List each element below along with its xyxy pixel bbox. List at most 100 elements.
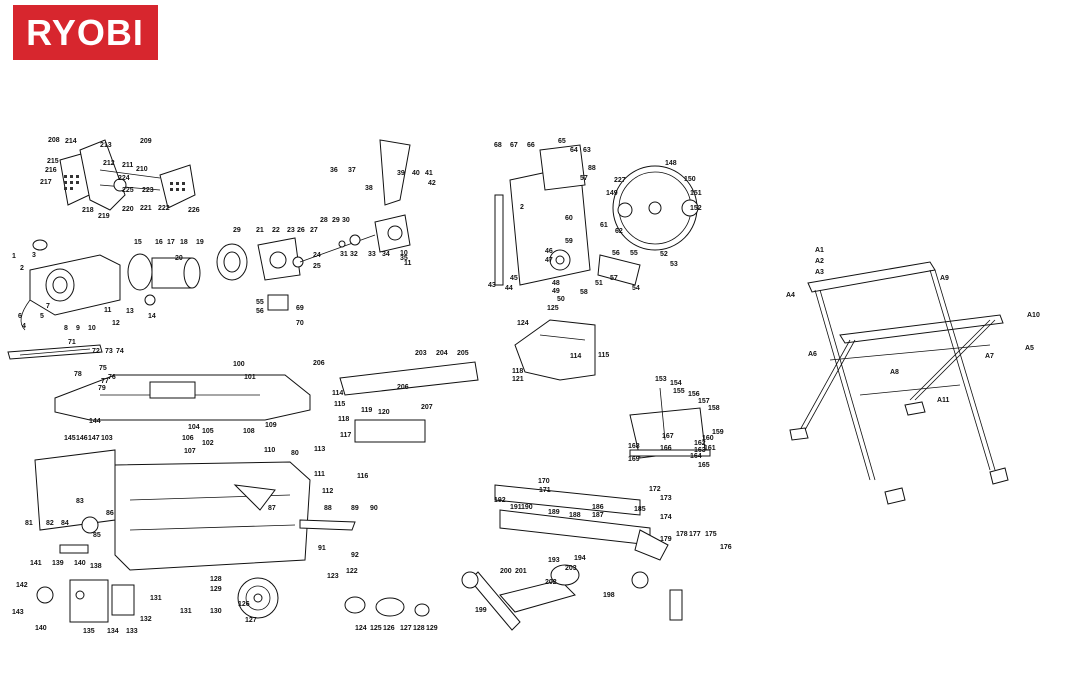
part-number-label: 158: [708, 405, 720, 412]
part-number-label: 160: [702, 435, 714, 442]
part-number-label: 166: [660, 445, 672, 452]
part-number-label: 176: [720, 544, 732, 551]
part-number-label: 12: [112, 320, 120, 327]
part-number-label: 126: [238, 601, 250, 608]
part-number-label: 10: [400, 250, 408, 257]
part-number-label: 135: [83, 628, 95, 635]
part-number-label: 84: [61, 520, 69, 527]
part-number-label: 227: [614, 177, 626, 184]
part-number-label: 157: [698, 398, 710, 405]
part-number-label: 31: [340, 251, 348, 258]
part-number-label: 41: [425, 170, 433, 177]
part-number-label: 187: [592, 512, 604, 519]
part-number-label: 80: [291, 450, 299, 457]
part-number-label: 6: [18, 313, 22, 320]
part-number-label: 144: [89, 418, 101, 425]
part-number-label: 46: [545, 248, 553, 255]
part-number-label: 186: [592, 504, 604, 511]
part-number-label: 102: [202, 440, 214, 447]
part-number-label: 206: [397, 384, 409, 391]
part-number-label: 153: [655, 376, 667, 383]
part-number-label: 11: [404, 260, 412, 267]
part-number-label: 131: [180, 608, 192, 615]
part-number-label: 86: [106, 510, 114, 517]
part-number-label: 217: [40, 179, 52, 186]
part-number-label: 165: [698, 462, 710, 469]
part-number-label: 145: [64, 435, 76, 442]
part-number-label: 15: [134, 239, 142, 246]
part-number-label: 40: [412, 170, 420, 177]
part-number-label: 123: [327, 573, 339, 580]
part-number-label: 82: [46, 520, 54, 527]
part-number-label: 67: [510, 142, 518, 149]
table-top: [54, 361, 479, 421]
bevel-wheel: [237, 577, 279, 619]
part-number-label: 2: [520, 204, 524, 211]
fence-lock: [631, 571, 683, 621]
part-number-label: 163: [694, 447, 706, 454]
part-number-label: 59: [565, 238, 573, 245]
part-number-label: 61: [600, 222, 608, 229]
part-number-label: 193: [548, 557, 560, 564]
part-number-label: 224: [118, 175, 130, 182]
part-number-label: 14: [148, 313, 156, 320]
part-number-label: 78: [74, 371, 82, 378]
part-number-label: 149: [606, 190, 618, 197]
part-number-label: 42: [428, 180, 436, 187]
part-number-label: A6: [808, 351, 817, 358]
part-number-label: 54: [632, 285, 640, 292]
part-number-label: A1: [815, 247, 824, 254]
wheel-parts: [344, 596, 430, 617]
part-number-label: 118: [512, 368, 523, 375]
part-number-label: 9: [76, 325, 80, 332]
part-number-label: 13: [126, 308, 134, 315]
part-number-label: A3: [815, 269, 824, 276]
part-number-label: 129: [210, 586, 222, 593]
part-number-label: 146: [76, 435, 88, 442]
part-number-label: 28: [320, 217, 328, 224]
part-number-label: 58: [580, 289, 588, 296]
part-number-label: 1: [12, 253, 16, 260]
part-number-label: 177: [689, 531, 701, 538]
part-number-label: 62: [615, 228, 623, 235]
part-number-label: 155: [673, 388, 685, 395]
rails: [7, 344, 103, 360]
part-number-label: 88: [324, 505, 332, 512]
part-number-label: 89: [351, 505, 359, 512]
part-number-label: 189: [548, 509, 560, 516]
part-number-label: 175: [705, 531, 717, 538]
part-number-label: 72: [92, 348, 100, 355]
part-number-label: 79: [98, 385, 106, 392]
part-number-label: 87: [268, 505, 276, 512]
part-number-label: 214: [65, 138, 77, 145]
part-number-label: 57: [610, 275, 618, 282]
part-number-label: 162: [694, 440, 706, 447]
part-number-label: 114: [570, 353, 581, 360]
part-number-label: 213: [100, 142, 112, 149]
part-number-label: 125: [547, 305, 559, 312]
part-number-label: 56: [612, 250, 620, 257]
part-number-label: 10: [88, 325, 96, 332]
part-number-label: 115: [598, 352, 609, 359]
part-number-label: 154: [670, 380, 682, 387]
part-number-label: 23: [287, 227, 295, 234]
part-number-label: 107: [184, 448, 196, 455]
part-number-label: 26: [297, 227, 305, 234]
part-number-label: 70: [296, 320, 304, 327]
miter-gauge: [499, 564, 580, 613]
part-number-label: 170: [538, 478, 550, 485]
part-number-label: 132: [140, 616, 152, 623]
part-number-label: 198: [603, 592, 615, 599]
part-number-label: 55: [630, 250, 638, 257]
part-number-label: 171: [539, 487, 551, 494]
part-number-label: 106: [182, 435, 194, 442]
part-number-label: 18: [180, 239, 188, 246]
part-number-label: 191: [510, 504, 522, 511]
part-number-label: 223: [142, 187, 154, 194]
part-number-label: 64: [570, 147, 578, 154]
part-number-label: 35: [400, 255, 408, 262]
part-number-label: 27: [310, 227, 318, 234]
logo-background: [13, 5, 158, 60]
